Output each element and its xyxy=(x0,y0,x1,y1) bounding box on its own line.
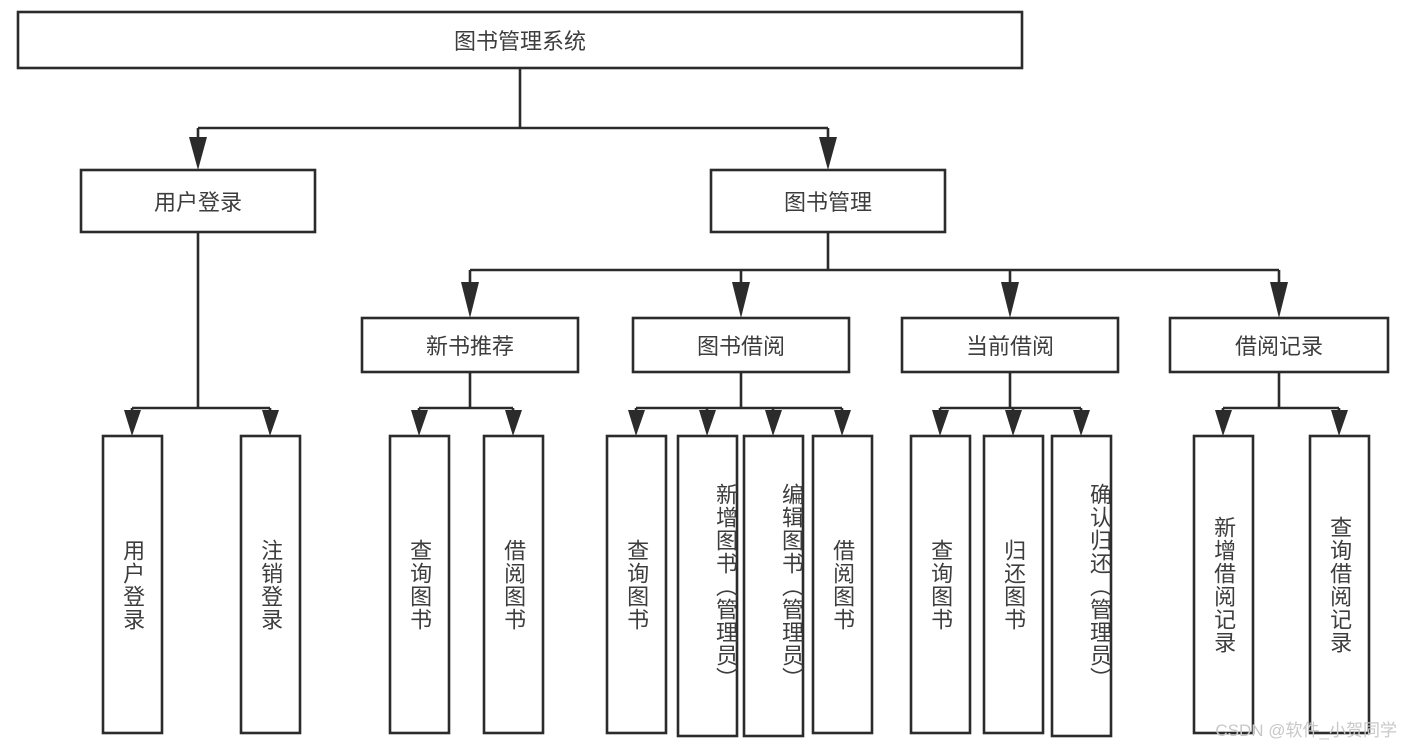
node-label-leaf-query-book-2: 查询图书 xyxy=(624,538,650,631)
node-label-borrow-record: 借阅记录 xyxy=(1234,334,1323,359)
arrow-head-leaf-add-borrow-record xyxy=(1215,410,1232,436)
node-box-leaf-return-book[interactable] xyxy=(982,434,1045,735)
node-box-leaf-query-book-2[interactable] xyxy=(605,434,668,735)
arrow-head-leaf-query-book-1 xyxy=(411,410,428,436)
node-label-root: 图书管理系统 xyxy=(453,29,586,54)
arrow-head-leaf-borrow-book-2 xyxy=(834,410,851,436)
arrow-head-borrow-record xyxy=(1270,282,1288,318)
node-box-book-management[interactable] xyxy=(709,168,947,234)
connector-group-current-borrow xyxy=(932,372,1090,436)
node-label-leaf-borrow-book-1: 借阅图书 xyxy=(501,538,527,631)
node-label-leaf-return-book: 归还图书 xyxy=(1001,538,1027,631)
arrow-head-current-borrow xyxy=(1001,282,1019,318)
arrow-head-leaf-query-book-2 xyxy=(628,410,645,436)
node-box-leaf-borrow-book-1[interactable] xyxy=(482,434,545,735)
arrow-head-new-book-recommend xyxy=(461,282,479,318)
node-box-leaf-logout-login[interactable] xyxy=(239,434,302,735)
arrow-head-leaf-confirm-return-admin xyxy=(1073,410,1090,436)
node-box-book-borrow[interactable] xyxy=(631,316,851,374)
node-label-leaf-query-borrow-record: 查询借阅记录 xyxy=(1327,515,1353,654)
node-label-leaf-confirm-return-admin: 确认归还（管理员） xyxy=(1087,482,1112,690)
node-label-book-borrow: 图书借阅 xyxy=(696,334,785,359)
arrow-head-leaf-logout-login xyxy=(262,410,279,436)
arrow-head-book-management xyxy=(819,137,837,170)
node-label-new-book-recommend: 新书推荐 xyxy=(425,334,514,359)
node-label-leaf-query-book-1: 查询图书 xyxy=(407,538,433,631)
node-label-user-login: 用户登录 xyxy=(153,190,242,215)
node-label-leaf-user-login: 用户登录 xyxy=(120,538,146,631)
node-box-leaf-query-book-1[interactable] xyxy=(388,434,451,735)
arrow-head-leaf-query-borrow-record xyxy=(1331,410,1348,436)
node-box-leaf-add-borrow-record[interactable] xyxy=(1192,434,1255,735)
node-label-leaf-query-book-3: 查询图书 xyxy=(928,538,954,631)
node-box-leaf-add-book-admin[interactable] xyxy=(676,434,739,738)
node-box-borrow-record[interactable] xyxy=(1168,316,1390,374)
node-box-current-borrow[interactable] xyxy=(900,316,1120,374)
node-box-leaf-confirm-return-admin[interactable] xyxy=(1050,434,1113,738)
node-box-leaf-query-borrow-record[interactable] xyxy=(1308,434,1371,735)
node-label-leaf-borrow-book-2: 借阅图书 xyxy=(830,538,856,631)
node-box-root[interactable] xyxy=(16,10,1024,70)
connector-group-borrow-record xyxy=(1215,372,1348,436)
node-box-leaf-query-book-3[interactable] xyxy=(909,434,972,735)
node-box-leaf-borrow-book-2[interactable] xyxy=(811,434,874,735)
node-box-user-login[interactable] xyxy=(79,168,317,234)
node-label-leaf-logout-login: 注销登录 xyxy=(258,538,284,631)
connector-group-user-login xyxy=(124,232,279,436)
arrow-head-leaf-add-book-admin xyxy=(699,410,716,436)
arrow-head-leaf-user-login xyxy=(124,410,141,436)
node-label-book-management: 图书管理 xyxy=(783,190,872,215)
node-label-current-borrow: 当前借阅 xyxy=(965,334,1054,359)
connector-group-new-book-recommend xyxy=(411,372,522,436)
node-box-leaf-user-login[interactable] xyxy=(101,434,164,735)
connector-group-book-borrow xyxy=(628,372,851,436)
connector-group-book-management xyxy=(461,232,1288,318)
arrow-head-leaf-borrow-book-1 xyxy=(505,410,522,436)
connector-group-root xyxy=(189,68,837,170)
arrow-head-user-login xyxy=(189,137,207,170)
arrow-head-book-borrow xyxy=(732,282,750,318)
node-label-leaf-add-book-admin: 新增图书（管理员） xyxy=(713,482,738,690)
node-label-leaf-add-borrow-record: 新增借阅记录 xyxy=(1211,515,1237,654)
arrow-head-leaf-edit-book-admin xyxy=(765,410,782,436)
arrow-head-leaf-query-book-3 xyxy=(932,410,949,436)
node-box-leaf-edit-book-admin[interactable] xyxy=(742,434,805,738)
node-label-leaf-edit-book-admin: 编辑图书（管理员） xyxy=(779,482,804,690)
node-box-new-book-recommend[interactable] xyxy=(360,316,580,374)
arrow-head-leaf-return-book xyxy=(1005,410,1022,436)
